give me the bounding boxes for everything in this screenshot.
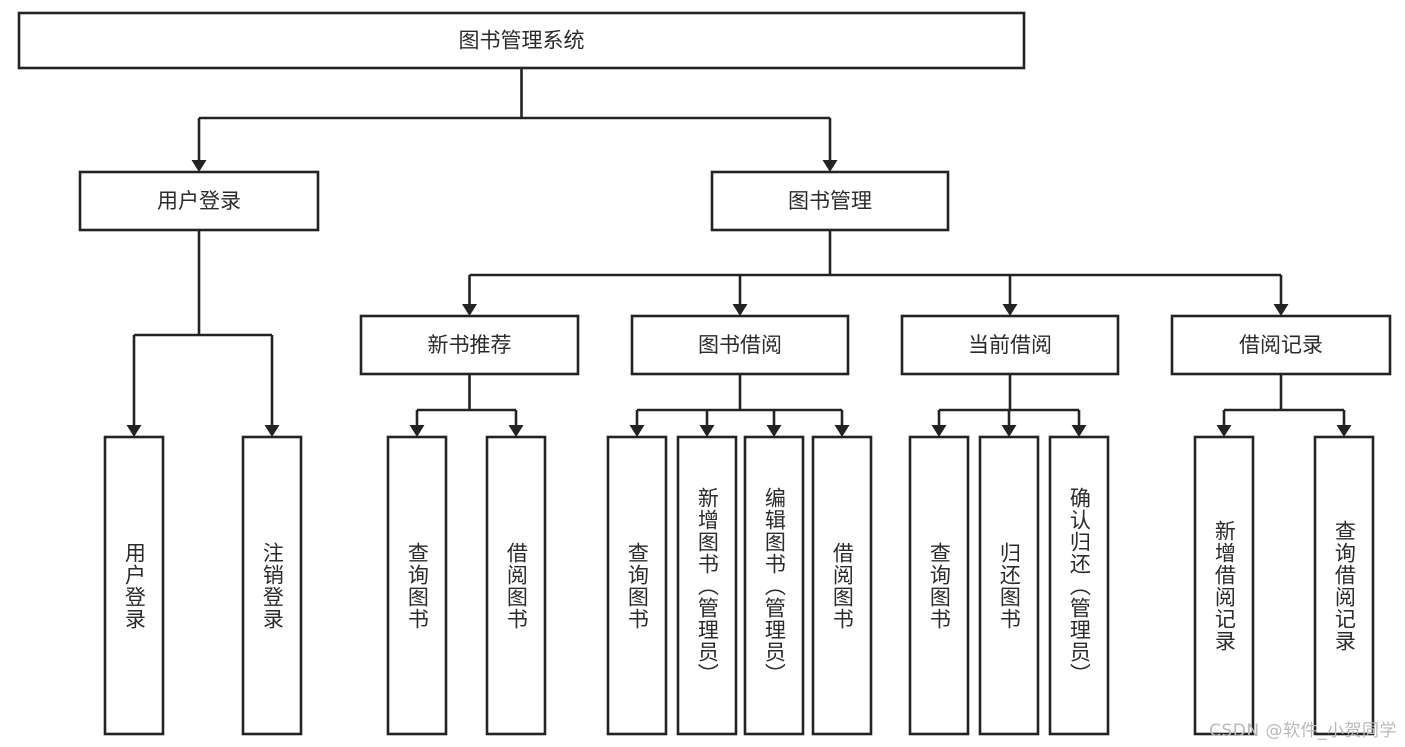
node-leaf-query-record[interactable] <box>1313 435 1375 736</box>
node-new-book-rec[interactable] <box>359 314 580 376</box>
arrowhead-icon <box>126 425 142 437</box>
node-root[interactable] <box>17 11 1026 70</box>
arrowhead-icon <box>699 425 715 437</box>
arrowhead-icon <box>409 425 425 437</box>
arrowhead-icon <box>1273 304 1289 316</box>
arrowhead-icon <box>629 425 645 437</box>
node-leaf-query-book-1[interactable] <box>386 435 448 736</box>
node-leaf-user-login[interactable] <box>103 435 165 736</box>
node-book-borrow-label: 图书借阅 <box>698 333 782 357</box>
node-leaf-add-book[interactable] <box>676 435 738 736</box>
node-leaf-query-book-2[interactable] <box>606 435 668 736</box>
arrowhead-icon <box>1216 425 1232 437</box>
arrowhead-icon <box>834 425 850 437</box>
arrowhead-icon <box>732 304 748 316</box>
node-book-borrow[interactable] <box>630 314 850 376</box>
arrowhead-icon <box>1002 304 1018 316</box>
node-book-manage[interactable] <box>710 170 950 232</box>
node-leaf-edit-book[interactable] <box>743 435 805 736</box>
arrowhead-icon <box>264 425 280 437</box>
arrowhead-icon <box>931 425 947 437</box>
arrowhead-icon <box>1336 425 1352 437</box>
arrowhead-icon <box>462 304 477 316</box>
node-current-borrow-label: 当前借阅 <box>968 333 1052 357</box>
node-borrow-record[interactable] <box>1170 314 1392 376</box>
arrowhead-icon <box>191 160 207 172</box>
connector-edges <box>126 68 1352 437</box>
node-leaf-query-book-3[interactable] <box>908 435 970 736</box>
arrowhead-icon <box>822 160 838 172</box>
node-user-login[interactable] <box>78 170 320 232</box>
node-new-book-rec-label: 新书推荐 <box>428 333 512 357</box>
node-leaf-user-logout[interactable] <box>241 435 303 736</box>
node-leaf-confirm-return[interactable] <box>1048 435 1110 736</box>
node-leaf-add-record[interactable] <box>1193 435 1255 736</box>
arrowhead-icon <box>508 425 524 437</box>
watermark: CSDN @软件_小贺同学 <box>1209 721 1397 741</box>
node-leaf-borrow-book-1[interactable] <box>485 435 547 736</box>
node-current-borrow[interactable] <box>900 314 1120 376</box>
node-borrow-record-label: 借阅记录 <box>1239 333 1323 357</box>
node-root-label: 图书管理系统 <box>459 29 585 53</box>
node-leaf-return-book[interactable] <box>978 435 1040 736</box>
node-book-manage-label: 图书管理 <box>788 189 872 213</box>
arrowhead-icon <box>1001 425 1017 437</box>
arrowhead-icon <box>766 425 782 437</box>
arrowhead-icon <box>1071 425 1087 437</box>
node-leaf-borrow-book-2[interactable] <box>811 435 873 736</box>
node-user-login-label: 用户登录 <box>157 189 241 213</box>
